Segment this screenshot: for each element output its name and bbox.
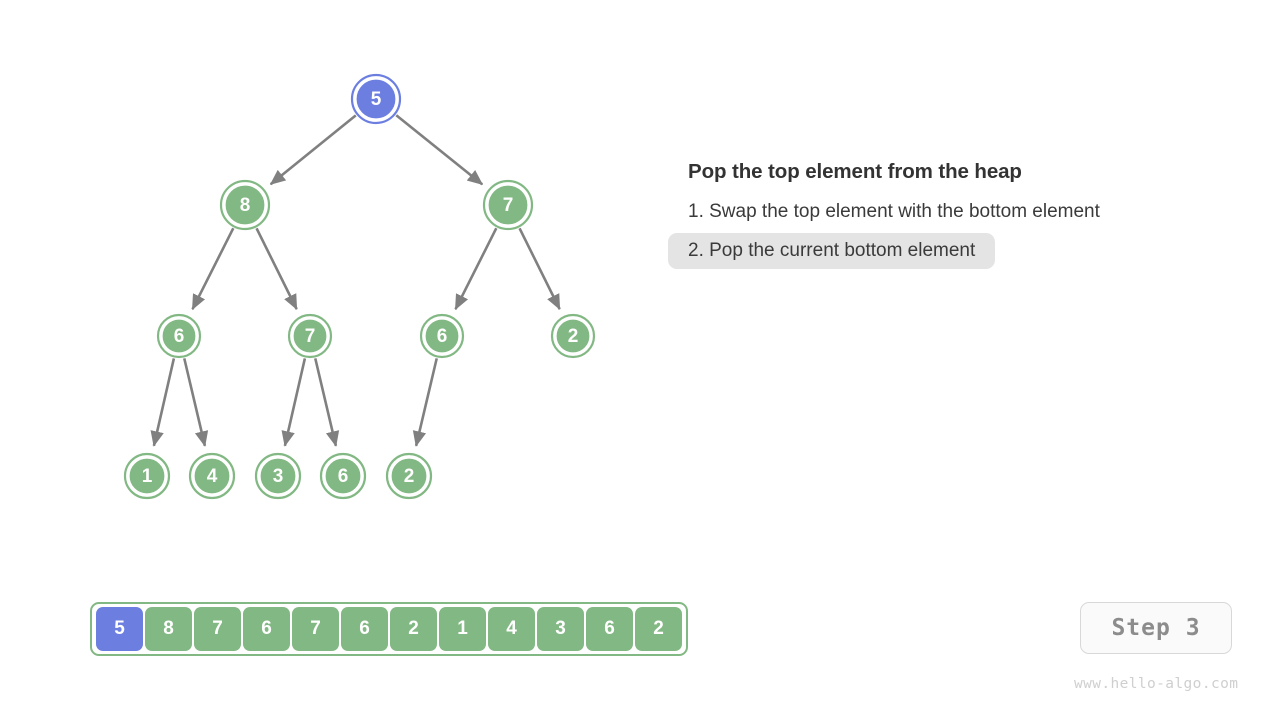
- tree-node[interactable]: 7: [287, 313, 333, 359]
- tree-node[interactable]: 6: [419, 313, 465, 359]
- node-value-label: 2: [568, 326, 579, 347]
- tree-node[interactable]: 3: [254, 452, 302, 500]
- tree-edge: [255, 227, 298, 311]
- node-fill: [192, 456, 232, 496]
- array-cell[interactable]: 1: [439, 607, 486, 651]
- array-cell[interactable]: 6: [341, 607, 388, 651]
- tree-edge: [395, 114, 484, 186]
- node-fill: [486, 183, 530, 227]
- node-value-label: 6: [174, 326, 185, 347]
- tree-node[interactable]: 8: [219, 179, 271, 231]
- tree-edge: [150, 358, 176, 447]
- node-fill: [423, 317, 461, 355]
- node-value-label: 6: [338, 466, 349, 487]
- tree-node[interactable]: 4: [188, 452, 236, 500]
- array-cell[interactable]: 2: [635, 607, 682, 651]
- node-value-label: 3: [273, 466, 284, 487]
- tree-node[interactable]: 6: [156, 313, 202, 359]
- tree-node[interactable]: 7: [482, 179, 534, 231]
- node-outer-ring: [419, 313, 465, 359]
- node-fill: [291, 317, 329, 355]
- node-fill: [160, 317, 198, 355]
- array-cell[interactable]: 6: [243, 607, 290, 651]
- tree-node[interactable]: 5: [350, 73, 402, 125]
- node-outer-ring: [123, 452, 171, 500]
- node-value-label: 7: [305, 326, 316, 347]
- tree-edge: [191, 227, 235, 311]
- node-outer-ring: [188, 452, 236, 500]
- node-outer-ring: [156, 313, 202, 359]
- node-fill: [127, 456, 167, 496]
- node-fill: [554, 317, 592, 355]
- array-cell[interactable]: 4: [488, 607, 535, 651]
- node-value-label: 2: [404, 466, 415, 487]
- node-value-label: 6: [437, 326, 448, 347]
- node-fill: [389, 456, 429, 496]
- tree-edge: [281, 358, 307, 447]
- step-item-2: 2. Pop the current bottom element: [668, 233, 996, 269]
- node-outer-ring: [219, 179, 271, 231]
- array-cell[interactable]: 3: [537, 607, 584, 651]
- array-cell[interactable]: 7: [194, 607, 241, 651]
- node-outer-ring: [550, 313, 596, 359]
- node-outer-ring: [350, 73, 402, 125]
- tree-edge: [518, 227, 561, 311]
- node-fill: [323, 456, 363, 496]
- node-value-label: 4: [207, 466, 218, 487]
- node-outer-ring: [319, 452, 367, 500]
- tree-edge: [183, 358, 209, 447]
- tree-node[interactable]: 6: [319, 452, 367, 500]
- tree-node[interactable]: 2: [385, 452, 433, 500]
- node-value-label: 7: [503, 195, 514, 216]
- page-title: Pop the top element from the heap: [688, 160, 1022, 183]
- tree-node[interactable]: 2: [550, 313, 596, 359]
- watermark: www.hello-algo.com: [1074, 676, 1239, 692]
- tree-edge: [412, 358, 438, 447]
- tree-nodes: 5 8 7 6 7 6 2 1 4 3 6 2: [123, 73, 596, 500]
- node-value-label: 1: [142, 466, 153, 487]
- step-badge: Step 3: [1080, 602, 1232, 654]
- node-fill: [354, 77, 398, 121]
- node-fill: [258, 456, 298, 496]
- array-cell[interactable]: 8: [145, 607, 192, 651]
- step-item-1: 1. Swap the top element with the bottom …: [688, 201, 1100, 222]
- instruction-panel: Pop the top element from the heap 1. Swa…: [668, 160, 1248, 272]
- node-outer-ring: [482, 179, 534, 231]
- array-cell[interactable]: 2: [390, 607, 437, 651]
- array-cell[interactable]: 5: [96, 607, 143, 651]
- tree-node[interactable]: 1: [123, 452, 171, 500]
- array-cell[interactable]: 7: [292, 607, 339, 651]
- node-fill: [223, 183, 267, 227]
- tree-edge: [269, 114, 357, 186]
- node-outer-ring: [254, 452, 302, 500]
- step-list: 1. Swap the top element with the bottom …: [668, 194, 1248, 272]
- array-cell[interactable]: 6: [586, 607, 633, 651]
- node-outer-ring: [287, 313, 333, 359]
- node-value-label: 5: [371, 89, 382, 110]
- binary-heap-tree: 5 8 7 6 7 6 2 1 4 3 6 2: [123, 73, 596, 500]
- node-value-label: 8: [240, 195, 251, 216]
- tree-edge: [314, 358, 340, 447]
- node-outer-ring: [385, 452, 433, 500]
- tree-edge: [454, 227, 498, 311]
- tree-edges: [150, 114, 561, 447]
